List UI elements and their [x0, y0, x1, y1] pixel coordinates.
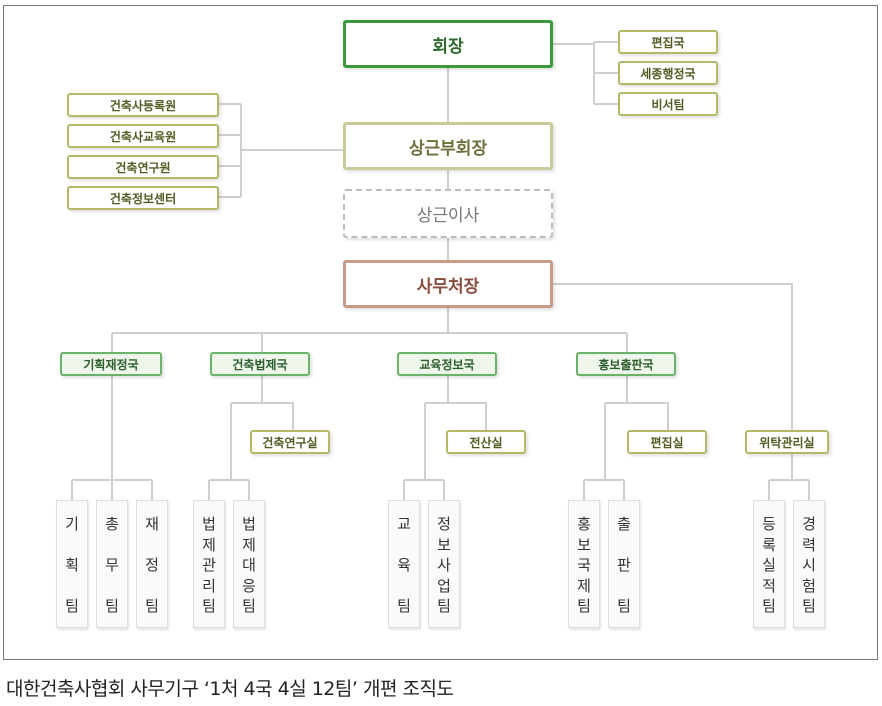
team-char: 획: [65, 556, 79, 574]
team-char: 등: [762, 515, 776, 533]
team-char: 실: [762, 556, 776, 574]
dept-education-info: 교육정보국: [397, 352, 497, 376]
team-char: 정: [145, 556, 159, 574]
team-char: 교: [397, 515, 411, 533]
dept-architecture-law: 건축법제국: [210, 352, 310, 376]
team-char: 보: [437, 535, 451, 554]
team-char: 육: [397, 556, 411, 574]
team-char: 팀: [145, 597, 159, 615]
team-char: 국: [577, 556, 591, 574]
chart-frame: [3, 5, 878, 660]
team-char: 적: [762, 576, 776, 595]
office-consignment: 위탁관리실: [745, 430, 829, 454]
office-computing: 전산실: [446, 430, 526, 454]
team-char: 관: [202, 556, 216, 574]
team-char: 험: [802, 576, 816, 595]
team-char: 법: [202, 515, 216, 533]
chairman-unit-sejong: 세종행정국: [618, 61, 718, 85]
team-char: 응: [242, 576, 256, 595]
team-char: 판: [617, 556, 631, 574]
secretary-general-box: 사무처장: [343, 260, 553, 308]
team-char: 리: [202, 576, 216, 595]
dept-planning-finance: 기획재정국: [60, 352, 162, 376]
team-char: 보: [577, 535, 591, 554]
chairman-unit-editorial: 편집국: [618, 30, 718, 54]
director-box: 상근이사: [343, 189, 553, 238]
team-char: 경: [802, 515, 816, 533]
team-char: 법: [242, 515, 256, 533]
team-char: 제: [242, 535, 256, 554]
team-char: 출: [617, 515, 631, 533]
vice-chairman-box: 상근부회장: [343, 122, 553, 170]
vice-unit-info-center: 건축정보센터: [67, 186, 219, 210]
team-char: 대: [242, 556, 256, 574]
team-char: 력: [802, 535, 816, 554]
team-char: 팀: [577, 597, 591, 615]
dept-pr-publishing: 홍보출판국: [576, 352, 676, 376]
team-char: 팀: [802, 597, 816, 615]
vice-unit-research: 건축연구원: [67, 155, 219, 179]
team-char: 팀: [397, 597, 411, 615]
team-char: 재: [145, 515, 159, 533]
team-char: 제: [202, 535, 216, 554]
team-char: 제: [577, 576, 591, 595]
vice-unit-registration: 건축사등록원: [67, 93, 219, 117]
team-char: 업: [437, 576, 451, 595]
office-editing: 편집실: [627, 430, 707, 454]
team-char: 총: [105, 515, 119, 533]
office-research: 건축연구실: [250, 430, 330, 454]
team-char: 팀: [437, 597, 451, 615]
team-char: 팀: [762, 597, 776, 615]
vice-unit-education: 건축사교육원: [67, 124, 219, 148]
team-char: 록: [762, 535, 776, 554]
team-char: 팀: [242, 597, 256, 615]
team-char: 홍: [577, 515, 591, 533]
team-char: 팀: [202, 597, 216, 615]
team-char: 정: [437, 515, 451, 533]
chairman-box: 회장: [343, 20, 553, 68]
caption: 대한건축사협회 사무기구 ‘1처 4국 4실 12팀’ 개편 조직도: [6, 678, 454, 700]
chairman-unit-secretary: 비서팀: [618, 92, 718, 116]
team-char: 시: [802, 556, 816, 574]
team-char: 무: [105, 556, 119, 574]
team-char: 사: [437, 556, 451, 574]
team-char: 팀: [617, 597, 631, 615]
team-char: 팀: [65, 597, 79, 615]
team-char: 기: [65, 515, 79, 533]
team-char: 팀: [105, 597, 119, 615]
